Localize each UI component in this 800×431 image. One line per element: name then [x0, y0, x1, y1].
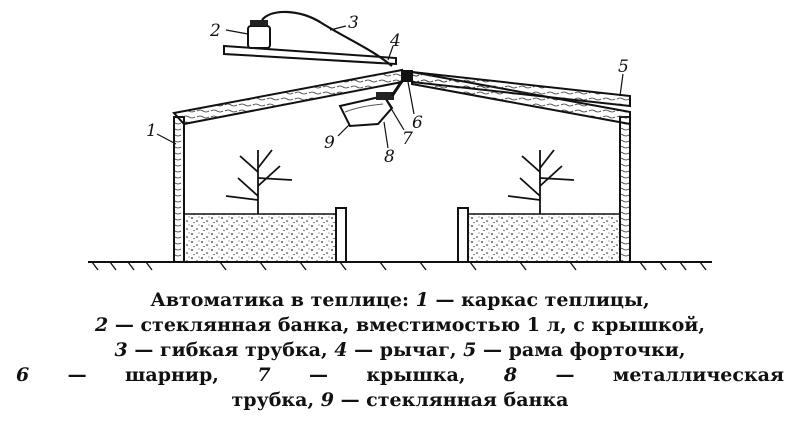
caption-num-5: 5	[463, 339, 477, 361]
caption-text-9: — стеклянная банка	[340, 389, 569, 411]
caption-title: Автоматика в теплице:	[150, 289, 410, 311]
plant-right	[507, 149, 575, 214]
label-9: 9	[324, 133, 335, 153]
caption-text-1: — каркас теплицы,	[435, 289, 650, 311]
caption-text-5: — рама форточки,	[482, 339, 686, 361]
caption-text-6: — шарнир,	[67, 364, 219, 386]
label-2: 2	[209, 21, 221, 41]
caption-num-8: 8	[503, 364, 518, 386]
caption-num-3: 3	[114, 339, 128, 361]
label-7: 7	[402, 129, 413, 149]
greenhouse-automation-diagram: 1 2 3 4 5 6 7 8 9	[88, 10, 712, 271]
caption-text-4: — рычаг,	[354, 339, 457, 361]
caption-num-6: 6	[16, 364, 30, 386]
caption-num-4: 4	[334, 339, 348, 361]
caption-line-2: 2 — стеклянная банка, вместимостью 1 л, …	[0, 313, 800, 338]
label-4: 4	[389, 31, 401, 51]
caption-num-1: 1	[415, 289, 429, 311]
soil-bed-right	[457, 207, 621, 263]
leader-lines	[156, 25, 624, 149]
lever	[223, 44, 397, 66]
label-5: 5	[618, 57, 629, 77]
label-3: 3	[348, 13, 359, 33]
caption-line-3: 3 — гибкая трубка, 4 — рычаг, 5 — рама ф…	[0, 338, 800, 363]
caption-text-2: — стеклянная банка, вместимостью 1 л, с …	[114, 314, 705, 336]
window-sash	[411, 70, 631, 108]
figure-caption: Автоматика в теплице: 1 — каркас теплицы…	[0, 288, 800, 413]
label-8: 8	[384, 147, 395, 167]
caption-line-5: трубка, 9 — стеклянная банка	[0, 388, 800, 413]
label-6: 6	[412, 113, 423, 133]
caption-text-7: — крышка,	[308, 364, 466, 386]
glass-jar-9	[338, 94, 394, 128]
soil-bed-left	[183, 207, 347, 263]
caption-num-9: 9	[320, 389, 334, 411]
glass-jar-2	[247, 20, 271, 49]
caption-text-3: — гибкая трубка,	[134, 339, 328, 361]
caption-num-7: 7	[257, 364, 271, 386]
caption-line-4: 6 — шарнир, 7 — крышка, 8 — металлическа…	[0, 363, 800, 388]
label-1: 1	[146, 121, 157, 141]
flexible-tube	[261, 10, 393, 67]
caption-text-8b: трубка,	[231, 389, 315, 411]
caption-num-2: 2	[95, 314, 109, 336]
caption-text-8: — металлическая	[555, 364, 785, 386]
jar-lid	[376, 92, 394, 100]
caption-line-1: Автоматика в теплице: 1 — каркас теплицы…	[0, 288, 800, 313]
ground	[88, 261, 712, 271]
plant-left	[225, 149, 293, 214]
metal-tube	[390, 77, 406, 97]
